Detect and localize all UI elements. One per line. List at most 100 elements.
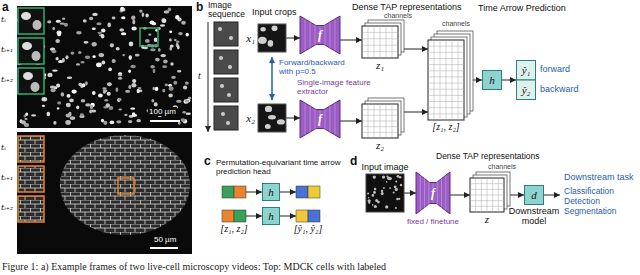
nucleus bbox=[170, 45, 174, 48]
nucleus bbox=[132, 79, 136, 83]
crop-marker bbox=[118, 178, 134, 194]
feature-extractor: f bbox=[416, 172, 450, 214]
node-shape bbox=[296, 210, 320, 222]
nucleus bbox=[106, 103, 111, 107]
nucleus bbox=[153, 69, 156, 73]
nucleus bbox=[145, 39, 150, 43]
nucleus bbox=[70, 51, 74, 54]
nucleus bbox=[65, 55, 68, 59]
tap-representation: z bbox=[470, 178, 504, 212]
nucleus bbox=[181, 21, 186, 25]
axis-label: channels bbox=[442, 20, 470, 27]
output-label: backward bbox=[540, 84, 579, 94]
image-sequence bbox=[214, 22, 238, 130]
nucleus bbox=[92, 13, 98, 16]
connector bbox=[286, 118, 300, 119]
cell-sheet bbox=[55, 132, 195, 242]
nucleus bbox=[85, 103, 91, 106]
nucleus bbox=[188, 97, 192, 100]
nucleus bbox=[170, 62, 173, 65]
nucleus bbox=[129, 42, 134, 47]
nucleus bbox=[42, 97, 48, 101]
time-label: tᵢ₊₂ bbox=[1, 75, 13, 84]
nucleus bbox=[128, 120, 132, 123]
nucleus bbox=[47, 73, 52, 77]
nucleus bbox=[121, 16, 125, 19]
nucleus bbox=[130, 108, 135, 110]
time-axis bbox=[208, 22, 209, 132]
nucleus bbox=[125, 90, 130, 93]
inset-crops bbox=[18, 136, 44, 222]
nucleus bbox=[24, 118, 27, 120]
nucleus bbox=[102, 87, 106, 90]
node-shape bbox=[222, 210, 246, 222]
nucleus bbox=[50, 86, 56, 89]
connector bbox=[280, 216, 296, 217]
nucleus bbox=[145, 14, 148, 18]
nucleus bbox=[183, 86, 187, 90]
tensor-pair: [ŷ₁, ŷ₂] bbox=[296, 210, 320, 222]
annotation: Forward/backward with p=0.5 bbox=[279, 58, 351, 76]
nucleus bbox=[66, 103, 71, 108]
section-heading: Downstream task bbox=[564, 172, 634, 182]
nucleus bbox=[112, 59, 116, 63]
nucleus bbox=[137, 89, 140, 93]
nucleus bbox=[67, 94, 71, 98]
node-text: [z₁, z₂] bbox=[432, 121, 460, 132]
section-heading: Time Arrow Prediction bbox=[478, 3, 566, 13]
node-text: x₁ bbox=[246, 32, 255, 44]
nucleus bbox=[64, 23, 68, 26]
nucleus bbox=[139, 9, 142, 12]
nucleus bbox=[101, 119, 104, 123]
section-heading: Dense TAP representations bbox=[436, 151, 539, 161]
time-label: tᵢ bbox=[1, 143, 6, 152]
tensor-pair: [z₁, z₂] bbox=[222, 210, 246, 222]
nucleus bbox=[92, 91, 96, 95]
swap-arrow bbox=[271, 57, 273, 100]
node-text: h bbox=[489, 74, 495, 86]
input-crop: x₁ bbox=[258, 24, 286, 52]
nucleus bbox=[177, 70, 181, 72]
axis-label: channels bbox=[384, 12, 412, 19]
nucleus bbox=[92, 42, 97, 47]
node-shape bbox=[362, 26, 398, 58]
nucleus bbox=[104, 99, 108, 102]
nucleus bbox=[90, 105, 93, 110]
section-heading: Permutation-equivariant time arrow predi… bbox=[216, 158, 346, 176]
node-shape bbox=[258, 24, 286, 52]
node-text: d bbox=[531, 189, 537, 201]
input-crop: x₂ bbox=[258, 104, 286, 132]
nucleus bbox=[116, 120, 121, 123]
nucleus bbox=[171, 76, 176, 79]
node-text: f bbox=[431, 186, 435, 201]
connector bbox=[286, 38, 300, 39]
time-label: tᵢ₊₁ bbox=[1, 45, 13, 54]
nucleus bbox=[124, 114, 127, 116]
nucleus bbox=[155, 58, 160, 62]
nucleus bbox=[173, 81, 177, 85]
nucleus bbox=[99, 53, 105, 57]
nucleus bbox=[72, 90, 77, 94]
nucleus bbox=[120, 7, 124, 12]
nucleus bbox=[67, 76, 72, 79]
nucleus bbox=[97, 32, 102, 34]
panel-letter: a bbox=[2, 0, 9, 14]
nucleus bbox=[56, 20, 61, 23]
tap-representation: z₁ bbox=[362, 26, 398, 58]
nucleus bbox=[175, 15, 179, 20]
connector bbox=[340, 40, 362, 41]
nucleus bbox=[56, 57, 59, 60]
nucleus bbox=[150, 65, 155, 69]
nucleus bbox=[122, 54, 125, 56]
connector bbox=[502, 80, 516, 81]
nucleus bbox=[31, 114, 36, 116]
node-text: f bbox=[318, 28, 322, 43]
head-box: h bbox=[262, 183, 280, 201]
nucleus bbox=[162, 65, 167, 68]
nucleus bbox=[21, 120, 26, 124]
nucleus bbox=[107, 23, 111, 28]
nucleus bbox=[80, 113, 84, 116]
nucleus bbox=[65, 120, 71, 125]
connector bbox=[340, 121, 362, 122]
scale-bar bbox=[150, 247, 178, 249]
